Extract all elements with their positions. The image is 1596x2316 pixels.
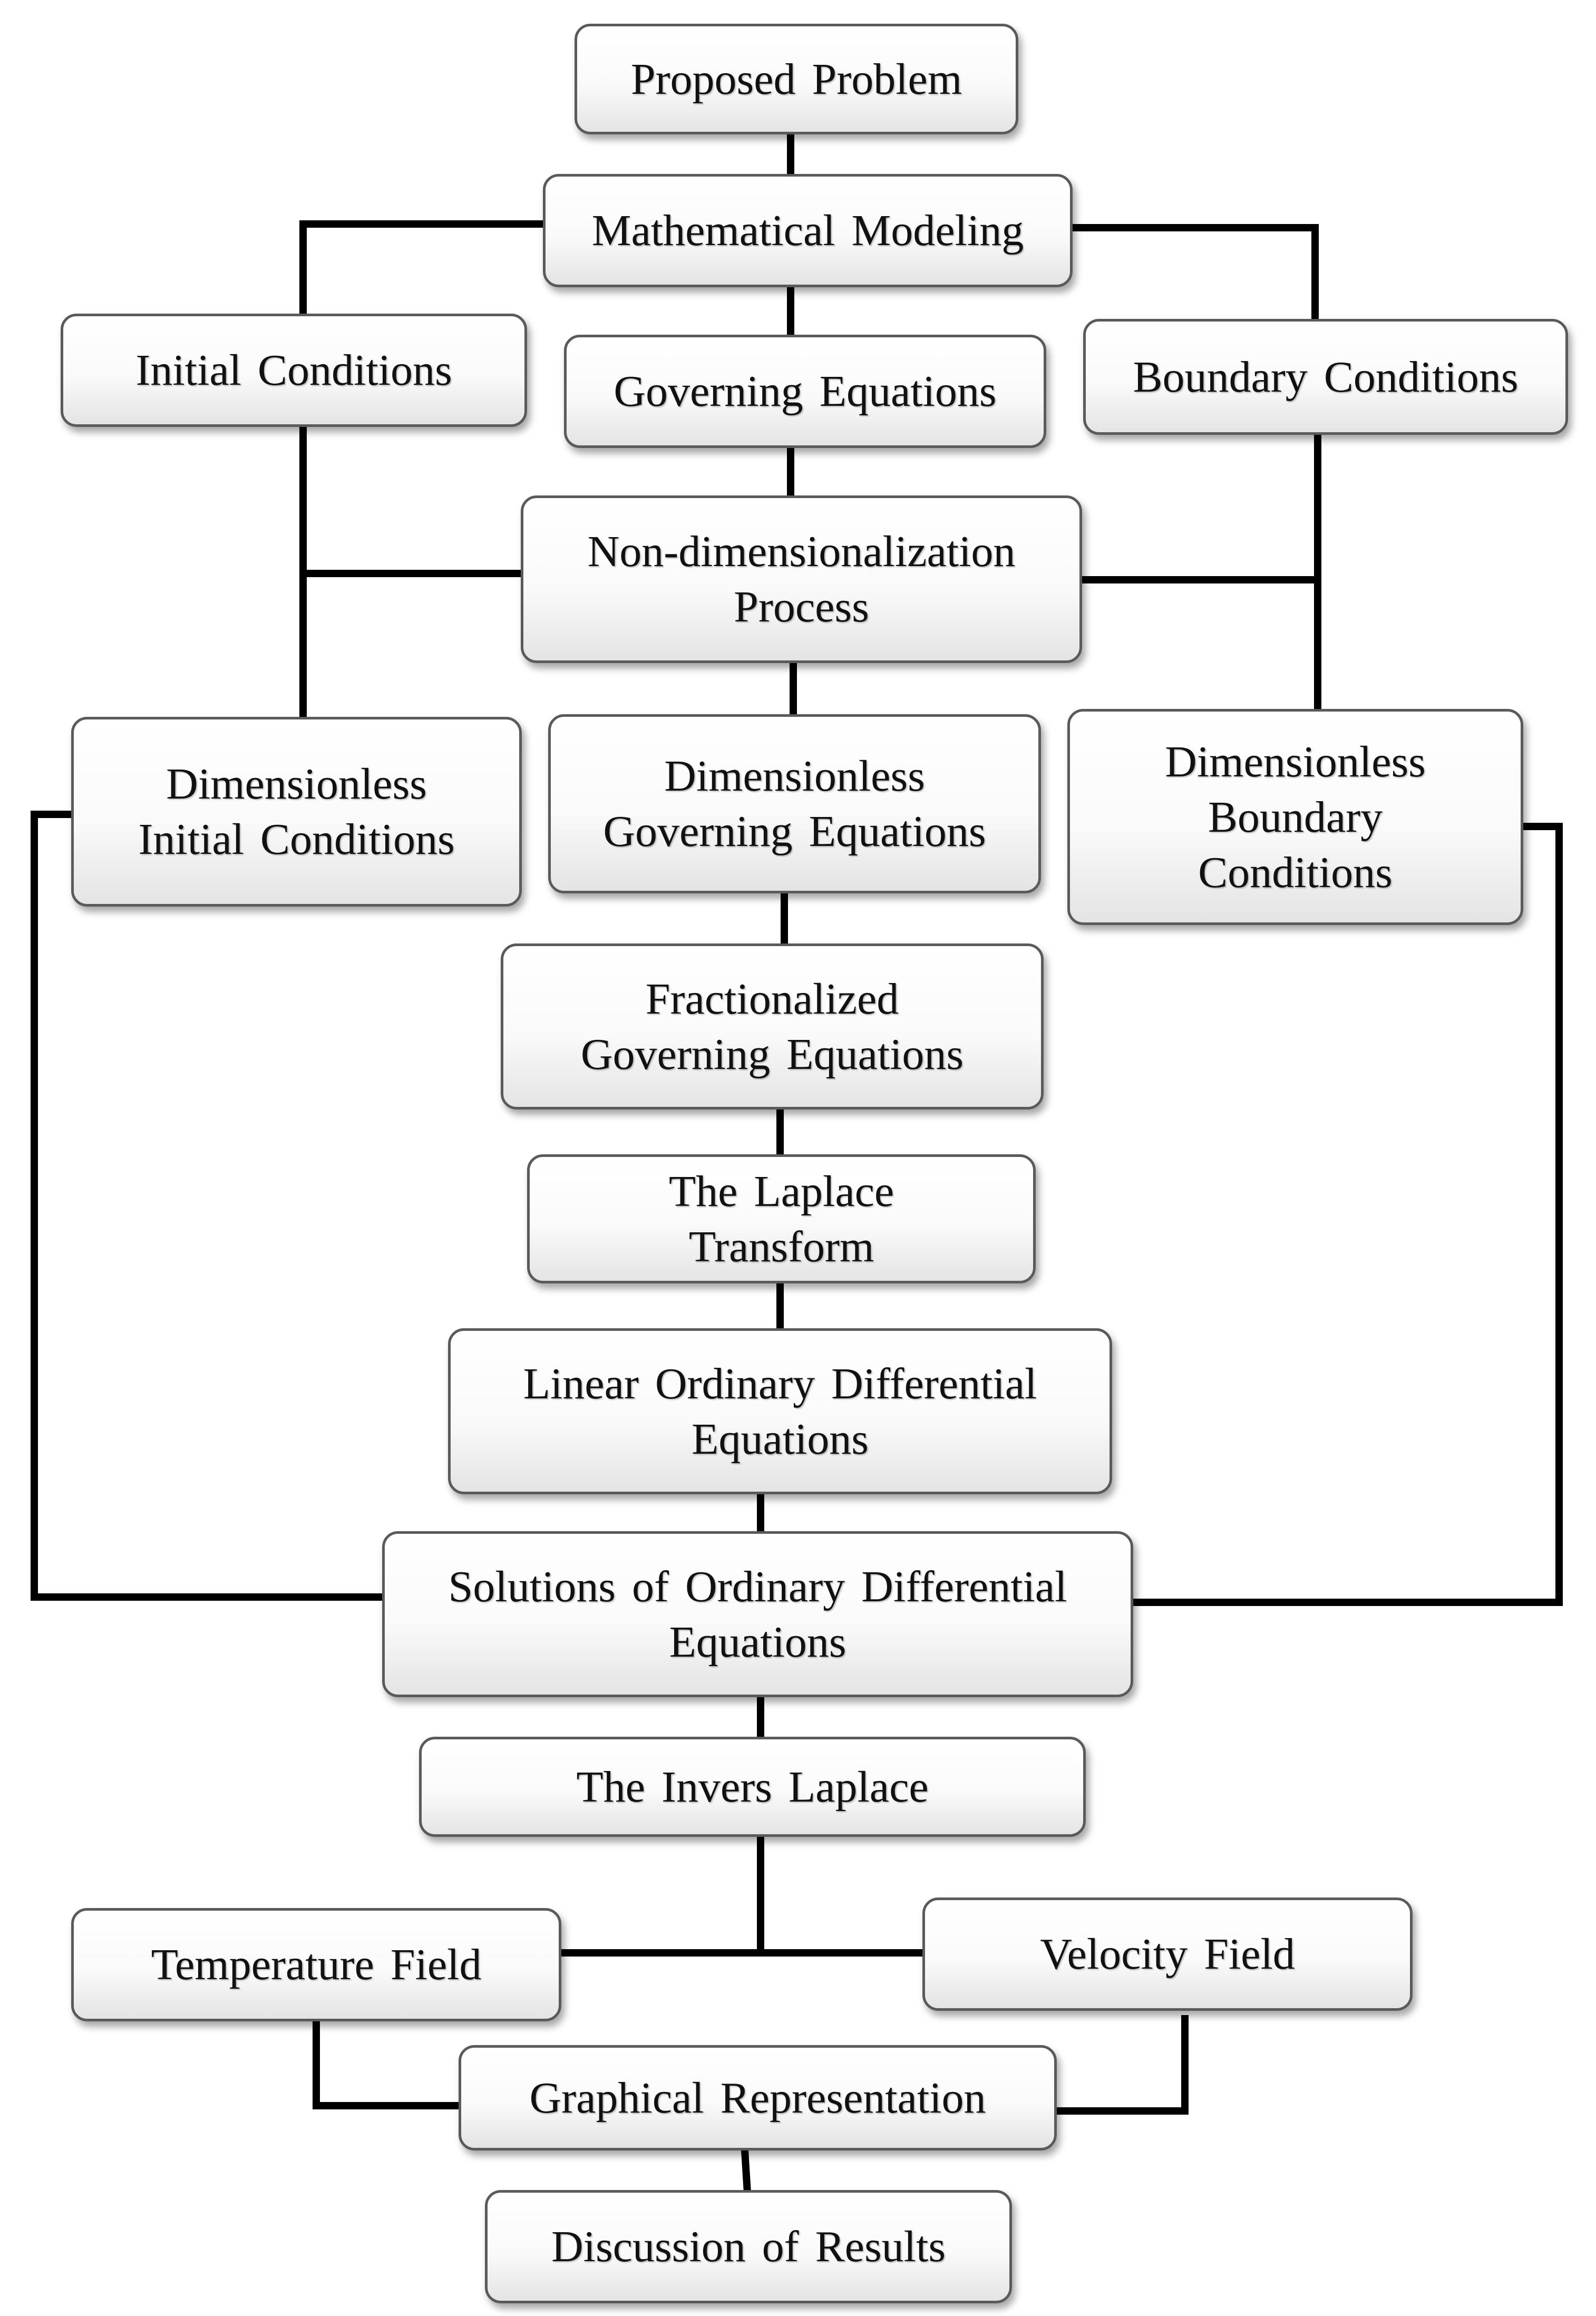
- dimensionless-boundary-conditions-box: Dimensionless Boundary Conditions: [1067, 709, 1523, 925]
- discussion-of-results-label: Discussion of Results: [551, 2222, 946, 2271]
- velocity-field-label: Velocity Field: [1040, 1930, 1295, 1979]
- mathematical-modeling-box: Mathematical Modeling: [543, 174, 1073, 287]
- connector-temperature-graphical: [313, 2015, 462, 2109]
- laplace-transform-box: The Laplace Transform: [527, 1154, 1036, 1283]
- graphical-representation-label: Graphical Representation: [529, 2073, 986, 2123]
- dimensionless-governing-equations-box: Dimensionless Governing Equations: [548, 714, 1041, 893]
- initial-conditions-box: Initial Conditions: [61, 314, 527, 427]
- temperature-field-label: Temperature Field: [151, 1940, 482, 1989]
- solutions-ode-box: Solutions of Ordinary Differential Equat…: [382, 1531, 1133, 1697]
- linear-ode-box: Linear Ordinary Differential Equations: [448, 1328, 1112, 1494]
- governing-equations-box: Governing Equations: [564, 335, 1046, 448]
- graphical-representation-box: Graphical Representation: [459, 2045, 1057, 2150]
- connector-modeling-initial: [299, 220, 547, 317]
- solutions-ode-label: Solutions of Ordinary Differential Equat…: [448, 1562, 1067, 1667]
- dimensionless-initial-conditions-box: Dimensionless Initial Conditions: [71, 717, 522, 907]
- connector-velocity-graphical: [1050, 2015, 1189, 2115]
- non-dimensionalization-label: Non-dimensionalization Process: [587, 527, 1016, 631]
- velocity-field-box: Velocity Field: [922, 1897, 1413, 2011]
- temperature-field-box: Temperature Field: [71, 1908, 561, 2021]
- boundary-conditions-label: Boundary Conditions: [1133, 352, 1519, 402]
- dimensionless-initial-conditions-label: Dimensionless Initial Conditions: [138, 760, 455, 864]
- connector-modeling-boundary: [1066, 224, 1319, 323]
- connector-dimless-initial-solutions: [31, 811, 388, 1601]
- dimensionless-boundary-conditions-label: Dimensionless Boundary Conditions: [1165, 737, 1426, 897]
- initial-conditions-label: Initial Conditions: [135, 346, 452, 395]
- non-dimensionalization-box: Non-dimensionalization Process: [521, 495, 1082, 663]
- mathematical-modeling-label: Mathematical Modeling: [591, 206, 1024, 255]
- dimensionless-governing-equations-label: Dimensionless Governing Equations: [603, 752, 986, 856]
- discussion-of-results-box: Discussion of Results: [485, 2190, 1012, 2303]
- invers-laplace-label: The Invers Laplace: [576, 1762, 929, 1812]
- governing-equations-label: Governing Equations: [614, 367, 997, 416]
- proposed-problem-label: Proposed Problem: [630, 54, 962, 104]
- fractionalized-governing-equations-box: Fractionalized Governing Equations: [501, 943, 1044, 1110]
- connector-graphical-discussion: [741, 2146, 752, 2197]
- laplace-transform-label: The Laplace Transform: [668, 1166, 894, 1271]
- proposed-problem-box: Proposed Problem: [575, 24, 1018, 134]
- invers-laplace-box: The Invers Laplace: [419, 1737, 1086, 1837]
- fractionalized-governing-equations-label: Fractionalized Governing Equations: [580, 974, 964, 1079]
- boundary-conditions-box: Boundary Conditions: [1083, 319, 1568, 435]
- linear-ode-label: Linear Ordinary Differential Equations: [523, 1359, 1037, 1464]
- connector-dimless-boundary-solutions: [1130, 823, 1563, 1606]
